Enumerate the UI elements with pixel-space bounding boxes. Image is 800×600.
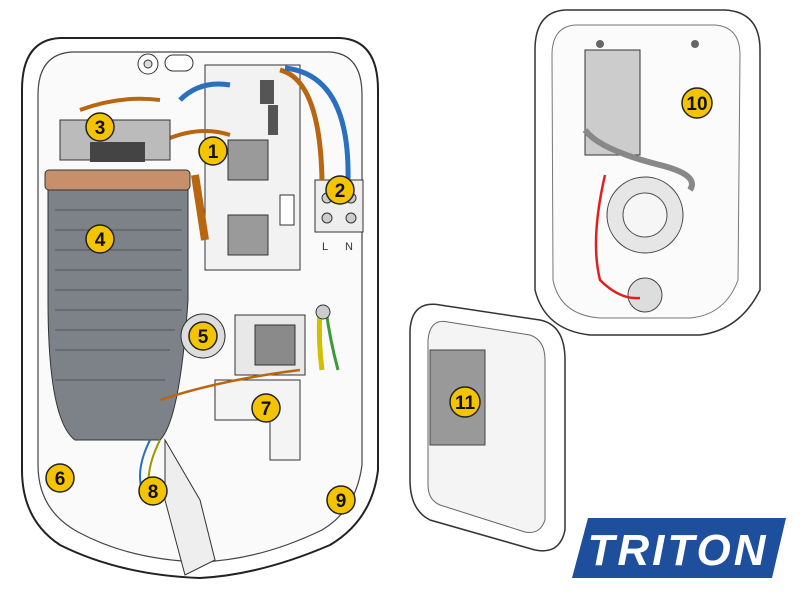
callout-1: 1 xyxy=(198,136,228,166)
callout-number: 6 xyxy=(55,469,66,490)
callout-number: 7 xyxy=(261,399,272,420)
callout-9: 9 xyxy=(326,485,356,515)
callout-7: 7 xyxy=(251,393,281,423)
front-cover-bezel xyxy=(409,303,566,552)
callout-6: 6 xyxy=(45,463,75,493)
callout-number: 10 xyxy=(686,94,707,115)
callout-2: 2 xyxy=(325,175,355,205)
callout-3: 3 xyxy=(85,112,115,142)
shower-main-unit: L N xyxy=(21,37,379,580)
callout-number: 3 xyxy=(95,118,106,139)
callout-number: 4 xyxy=(95,230,106,251)
callout-8: 8 xyxy=(138,476,168,506)
triton-logo: TRITON xyxy=(572,518,786,578)
callout-number: 11 xyxy=(455,393,476,414)
callout-11: 11 xyxy=(449,386,481,418)
terminal-label-live: L xyxy=(322,241,328,253)
callout-5: 5 xyxy=(188,321,218,351)
heater-tank xyxy=(44,169,191,441)
callout-number: 1 xyxy=(208,142,219,163)
svg-text:TRITON: TRITON xyxy=(588,526,769,575)
callout-number: 8 xyxy=(148,482,159,503)
callouts: 1 2 3 4 5 6 7 8 9 10 11 xyxy=(45,87,713,515)
terminal-label-neutral: N xyxy=(345,241,353,253)
callout-number: 9 xyxy=(336,491,347,512)
backplate xyxy=(534,9,761,336)
callout-number: 5 xyxy=(198,327,209,348)
callout-number: 2 xyxy=(335,181,346,202)
callout-10: 10 xyxy=(681,87,713,119)
callout-4: 4 xyxy=(85,224,115,254)
